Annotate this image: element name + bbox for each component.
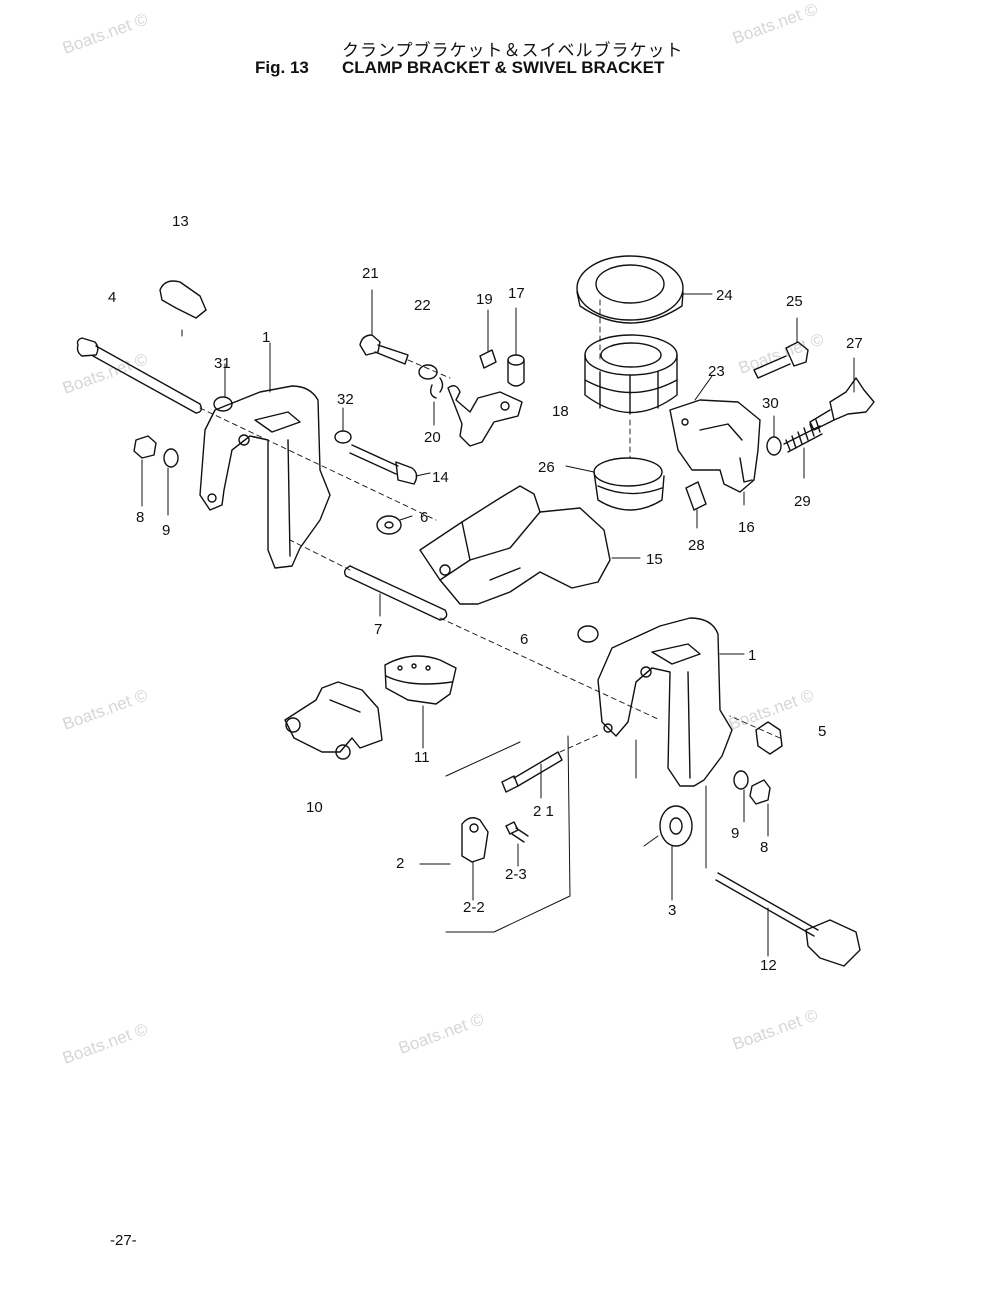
title-japanese: クランプブラケット＆スイベルブラケット [342,41,684,61]
part-6-washer-upper [376,515,402,535]
part-label: 2 [396,855,404,872]
part-3-pad [659,805,693,847]
part-9-washer-right [733,770,749,790]
part-label: 20 [424,429,441,446]
part-label: 13 [172,213,189,230]
part-label: 11 [414,749,430,766]
part-14-shaft [349,444,418,485]
part-label: 5 [818,723,826,740]
part-label: 6 [520,631,528,648]
part-26-bushing [593,457,665,511]
part-label: 1 [262,329,270,346]
part-label: 21 [362,265,379,282]
part-label: 23 [708,363,725,380]
part-17-sleeve [507,354,525,387]
part-22-washer [418,364,438,380]
part-label: 31 [214,355,231,372]
part-label: 18 [552,403,569,420]
part-label: 7 [374,621,382,638]
part-label: 2-2 [463,899,485,916]
part-label: 10 [306,799,323,816]
part-21-screw-lower [501,751,563,793]
part-2-lever [461,817,489,863]
part-label: 8 [760,839,768,856]
part-16-stopper-housing [669,399,761,493]
part-4-cap [159,280,207,319]
part-label: 3 [668,902,676,919]
part-label: 19 [476,291,493,308]
part-label: 9 [731,825,739,842]
part-label: 4 [108,289,116,306]
part-label: 12 [760,957,777,974]
part-long-bolt [76,337,203,414]
part-label: 17 [508,285,525,302]
part-8-nut-left [133,435,157,459]
part-label: 27 [846,335,863,352]
part-label: 2-3 [505,866,527,883]
part-label: 30 [762,395,779,412]
part-29-spring [783,419,823,453]
part-label: 9 [162,522,170,539]
part-32-o-ring [334,430,352,444]
part-18-bushing [584,334,678,415]
part-20-lever [429,377,523,447]
part-7-shaft [343,565,448,621]
part-25-bolt [753,341,809,379]
part-8-nut-right [749,779,771,805]
part-12-rod [715,872,861,967]
part-27-wing-knob [809,377,875,431]
part-label: 26 [538,459,555,476]
title-english: CLAMP BRACKET & SWIVEL BRACKET [342,58,665,77]
part-1-clamp-bracket-lower [597,617,733,787]
part-label: 14 [432,469,449,486]
part-label: 16 [738,519,755,536]
part-label: 25 [786,293,803,310]
part-15-swivel-bracket [419,485,611,605]
part-label: 15 [646,551,663,568]
part-24-seal-ring [576,255,684,324]
part-label: 28 [688,537,705,554]
part-31-ring [213,396,233,412]
part-9-washer-left [163,448,179,468]
part-label: 8 [136,509,144,526]
leader-lines [141,289,855,957]
part-10-transom-clamp [284,681,383,760]
axis-lines [199,299,781,753]
part-6-washer-lower [577,625,599,643]
part-label: 1 [748,647,756,664]
part-19-pin [479,349,497,369]
part-label: 29 [794,493,811,510]
part-6-washer-upper-hole [384,521,394,529]
part-21-bolt [359,334,409,365]
part-30-washer [766,436,782,456]
part-28-clip [685,481,707,511]
part-label: 6 [420,509,428,526]
figure-number: Fig. 13 [255,58,309,77]
part-5-grommet [755,721,783,755]
part-label: 32 [337,391,354,408]
part-label: 2 1 [533,803,554,820]
part-11-clamp-half [384,655,457,705]
part-label: 22 [414,297,431,314]
part-1-clamp-bracket-upper [199,385,331,569]
part-label: 24 [716,287,733,304]
part-2-3-screw [505,821,529,843]
page-number: -27- [110,1232,137,1249]
